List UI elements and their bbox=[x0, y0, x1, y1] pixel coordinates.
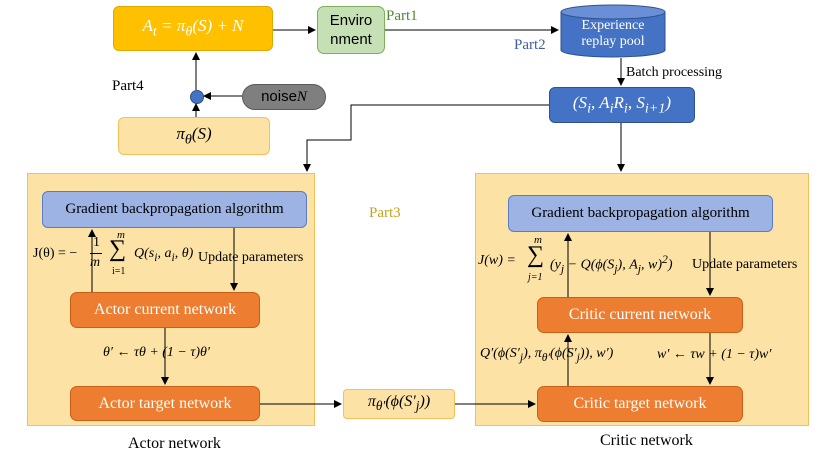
action-formula-box: At = πθ(S) + N bbox=[113, 6, 273, 51]
critic-objective: J(w) = m ∑ j=1 (yj − Q(ϕ(Sj), Aj, w)2) bbox=[478, 234, 673, 283]
policy-box: πθ(S) bbox=[118, 117, 270, 155]
actor-soft-update: θ′ ← τθ + (1 − τ)θ′ bbox=[103, 345, 210, 360]
environment-box: Enviro nment bbox=[317, 6, 385, 54]
cylinder-icon bbox=[560, 4, 666, 58]
environment-line2: nment bbox=[330, 31, 372, 48]
arrow-transition-to-actor bbox=[303, 104, 549, 172]
critic-caption: Critic network bbox=[600, 432, 693, 449]
pool-line1: Experience bbox=[581, 18, 645, 33]
actor-gradient-box: Gradient backpropagation algorithm bbox=[42, 191, 307, 228]
actor-caption: Actor network bbox=[128, 435, 221, 452]
actor-target-box: Actor target network bbox=[70, 386, 260, 421]
actor-current-box: Actor current network bbox=[70, 292, 260, 328]
critic-current-box: Critic current network bbox=[537, 297, 743, 333]
critic-target-box: Critic target network bbox=[537, 386, 743, 422]
actor-objective: J(θ) = − 1 m m ∑ i=1 Q(si, ai, θ) bbox=[33, 229, 194, 277]
critic-soft-update: w′ ← τw + (1 − τ)w′ bbox=[657, 347, 772, 362]
part4-label: Part4 bbox=[112, 78, 144, 94]
noise-box: noiseN bbox=[242, 84, 326, 110]
part1-label: Part1 bbox=[386, 8, 418, 24]
critic-gradient-box: Gradient backpropagation algorithm bbox=[508, 195, 773, 232]
replay-pool-cylinder: Experience replay pool bbox=[560, 4, 666, 58]
environment-line1: Enviro bbox=[329, 12, 373, 29]
actor-update-label: Update parameters bbox=[198, 250, 304, 265]
transition-box: (Si, AiRi, Si+1) bbox=[549, 87, 695, 123]
part3-label: Part3 bbox=[369, 205, 401, 221]
pool-line2: replay pool bbox=[581, 34, 645, 49]
critic-update-label: Update parameters bbox=[692, 257, 798, 272]
batch-processing-label: Batch processing bbox=[626, 65, 723, 80]
target-policy-box: πθ′(ϕ(S′j)) bbox=[343, 389, 455, 419]
critic-q-target: Q′(ϕ(S′j), πθ′(ϕ(S′j)), w′) bbox=[480, 346, 614, 364]
part2-label: Part2 bbox=[514, 37, 546, 53]
